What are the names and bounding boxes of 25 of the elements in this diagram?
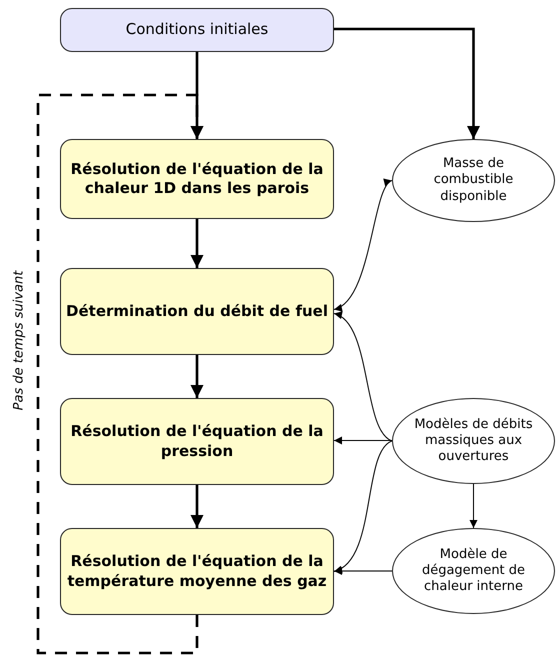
process-box (60, 139, 334, 219)
node-label: Modèle de dégagement de chaleur interne (420, 546, 526, 596)
node-label: Résolution de l'équation de la pression (70, 422, 324, 461)
node-label: Détermination du débit de fuel (66, 302, 328, 322)
node-label: Résolution de l'équation de la température moyenne des gaz (66, 552, 328, 591)
node-label: Résolution de l'équation de la chaleur 1D dans les parois (70, 160, 324, 198)
arrow (334, 567, 392, 575)
process-box (60, 398, 334, 485)
process-box (60, 528, 334, 615)
arrow (334, 313, 392, 442)
arrow (470, 484, 478, 528)
arrow (334, 28, 480, 139)
arrow (334, 440, 392, 572)
arrow (190, 219, 204, 268)
node-label: Masse de combustible disponible (432, 156, 514, 205)
loop-arrow (36, 94, 204, 654)
arrow (334, 180, 392, 310)
process-box (60, 268, 334, 355)
node-label: Conditions initiales (126, 20, 268, 40)
edge-label: Pas de temps suivant (11, 268, 26, 412)
process-box (60, 8, 334, 52)
node-label: Modèles de débits massiques aux ouvertures (413, 416, 534, 466)
arrow (334, 436, 392, 444)
arrow (190, 485, 204, 528)
arrow (190, 355, 204, 398)
